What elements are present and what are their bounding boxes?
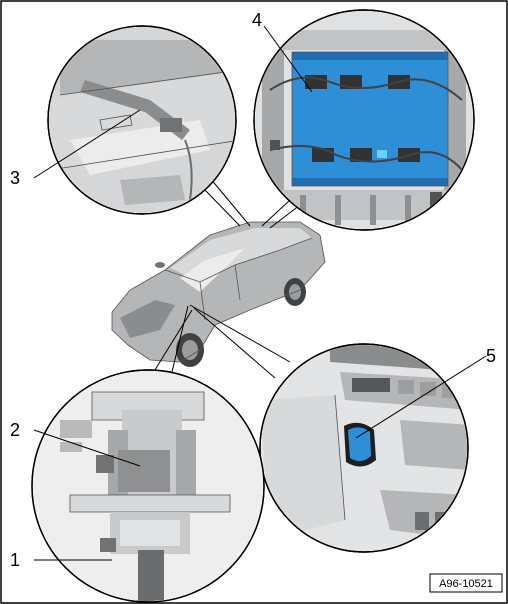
highlighted-control-unit (292, 52, 448, 186)
detail-circle-4 (253, 9, 475, 231)
callout-leaders (33, 25, 487, 561)
connector-lines (149, 177, 301, 381)
callout-2: 2 (10, 420, 20, 440)
callout-4: 4 (252, 10, 262, 30)
reference-code-box (429, 573, 503, 593)
highlighted-connector (348, 427, 371, 462)
detail-circle-5 (259, 343, 469, 553)
vehicle-illustration (111, 221, 326, 367)
detail-circle-3 (47, 25, 237, 215)
callout-1: 1 (10, 550, 20, 570)
callout-5: 5 (486, 346, 496, 366)
reference-code: A96-10521 (439, 578, 493, 590)
detail-circle-1-2 (31, 369, 265, 603)
callout-3: 3 (10, 168, 20, 188)
